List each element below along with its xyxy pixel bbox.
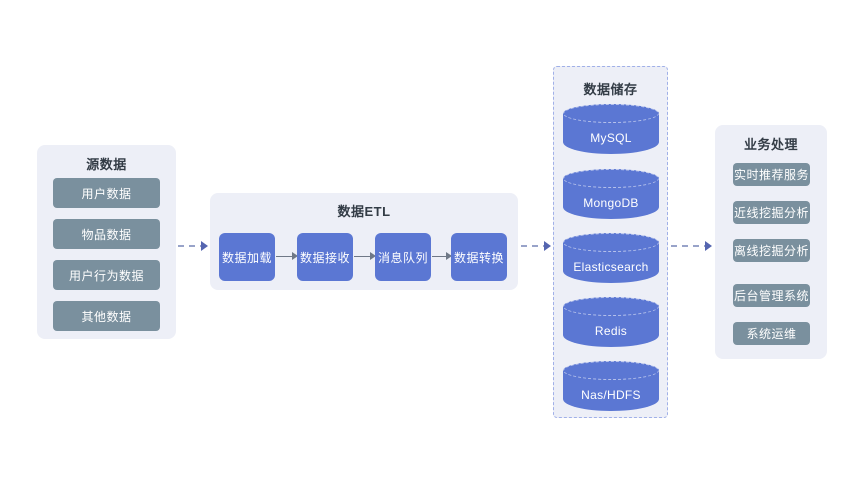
- etl-step-load: 数据加载: [219, 233, 275, 281]
- etl-arrow-3: [432, 252, 452, 260]
- db-cylinder-mysql: MySQL: [563, 104, 659, 154]
- business-item-admin-system: 后台管理系统: [733, 284, 810, 307]
- db-label: MongoDB: [583, 195, 639, 210]
- db-cylinder-mongodb: MongoDB: [563, 169, 659, 219]
- db-label: Nas/HDFS: [581, 387, 641, 402]
- business-item-realtime-recommend: 实时推荐服务: [733, 163, 810, 186]
- source-panel-title: 源数据: [86, 157, 127, 172]
- source-data-panel: 源数据 用户数据 物品数据 用户行为数据 其他数据: [37, 145, 176, 339]
- source-item-other-data: 其他数据: [53, 301, 160, 331]
- db-label: Elasticsearch: [573, 259, 649, 274]
- cylinder-top-ellipse: [563, 169, 659, 188]
- etl-step-transform: 数据转换: [451, 233, 507, 281]
- db-label: MySQL: [590, 130, 632, 145]
- business-item-ops: 系统运维: [733, 322, 810, 345]
- etl-step-queue: 消息队列: [375, 233, 431, 281]
- etl-panel-title: 数据ETL: [337, 204, 391, 219]
- source-item-user-data: 用户数据: [53, 178, 160, 208]
- db-cylinder-elasticsearch: Elasticsearch: [563, 233, 659, 283]
- storage-panel-title: 数据储存: [583, 82, 638, 97]
- flow-arrow-etl-to-storage: [521, 241, 551, 251]
- business-processing-panel: 业务处理 实时推荐服务 近线挖掘分析 离线挖掘分析 后台管理系统 系统运维: [715, 125, 827, 359]
- etl-panel: 数据ETL 数据加载 数据接收 消息队列 数据转换: [210, 193, 518, 290]
- cylinder-top-ellipse: [563, 361, 659, 380]
- cylinder-top-ellipse: [563, 297, 659, 316]
- etl-step-receive: 数据接收: [297, 233, 353, 281]
- flow-arrow-source-to-etl: [178, 241, 208, 251]
- source-item-item-data: 物品数据: [53, 219, 160, 249]
- cylinder-top-ellipse: [563, 233, 659, 252]
- business-item-nearline-mining: 近线挖掘分析: [733, 201, 810, 224]
- source-item-behavior-data: 用户行为数据: [53, 260, 160, 290]
- flow-arrow-storage-to-business: [671, 241, 712, 251]
- db-cylinder-nas-hdfs: Nas/HDFS: [563, 361, 659, 411]
- business-panel-title: 业务处理: [743, 137, 798, 152]
- data-storage-panel: 数据储存 MySQL MongoDB Elasticsearch Redis N…: [553, 66, 668, 418]
- cylinder-top-ellipse: [563, 104, 659, 123]
- business-item-offline-mining: 离线挖掘分析: [733, 239, 810, 262]
- etl-arrow-1: [276, 252, 298, 260]
- db-cylinder-redis: Redis: [563, 297, 659, 347]
- etl-arrow-2: [354, 252, 376, 260]
- db-label: Redis: [594, 323, 628, 338]
